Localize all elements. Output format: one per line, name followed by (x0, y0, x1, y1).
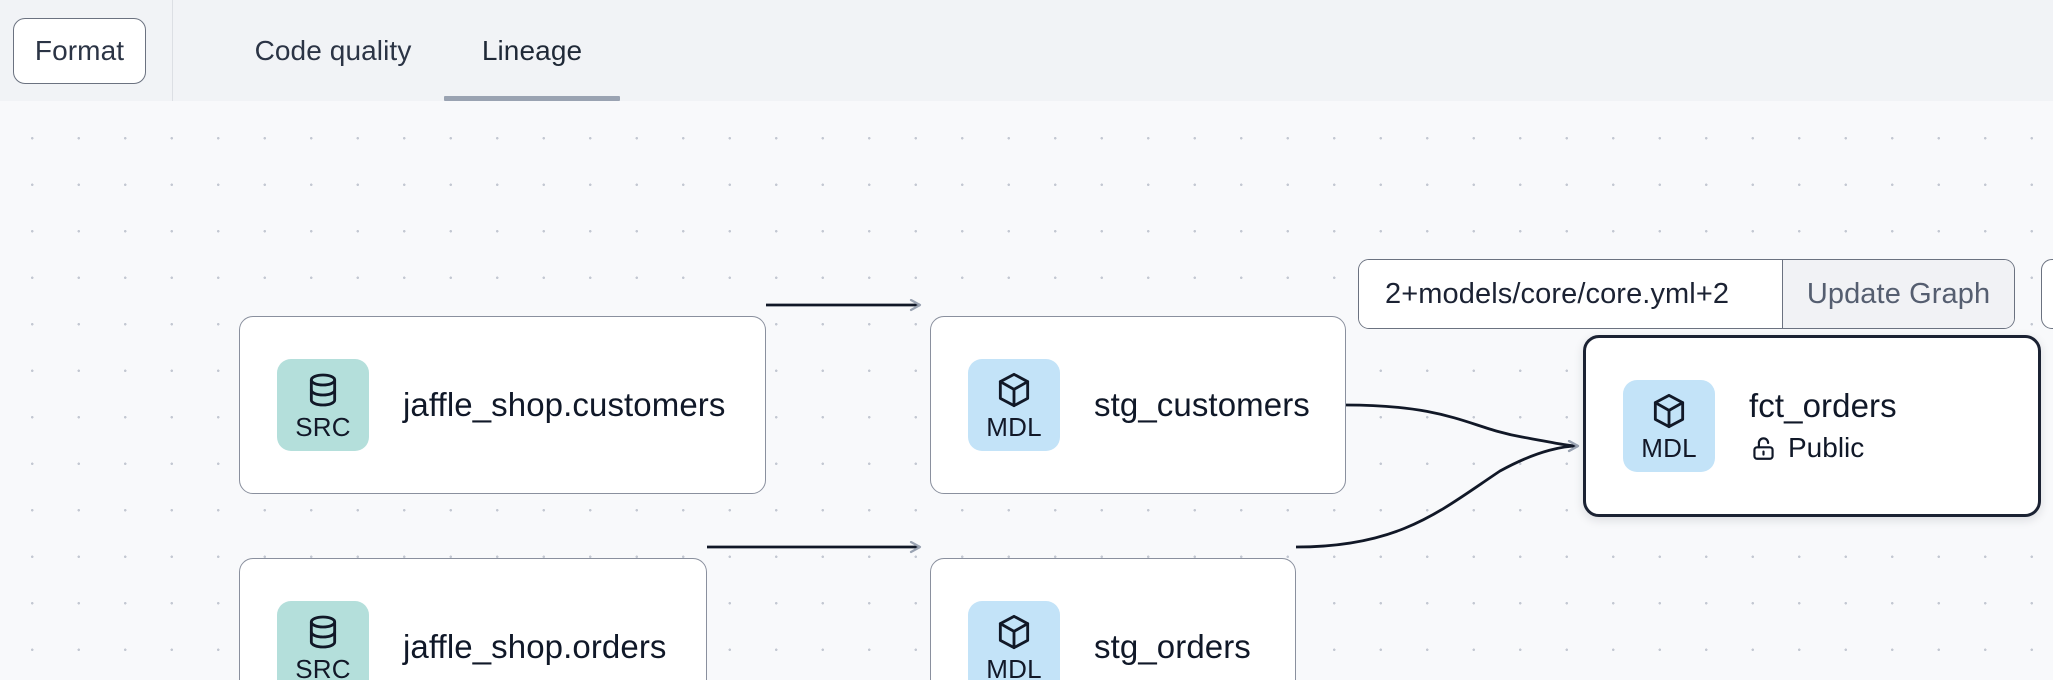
badge-label: SRC (295, 654, 351, 680)
node-type-badge-src: SRC (277, 359, 369, 451)
graph-controls: Update Graph (1358, 259, 2015, 329)
node-fct-orders[interactable]: MDL fct_orders Public (1583, 335, 2041, 517)
tab-code-quality[interactable]: Code quality (254, 34, 412, 66)
node-type-badge-src: SRC (277, 601, 369, 680)
badge-label: MDL (1641, 433, 1697, 463)
top-toolbar: Format Code quality Lineage (0, 0, 2053, 101)
node-text-block: stg_orders (1094, 628, 1251, 666)
badge-label: MDL (986, 412, 1042, 442)
graph-selector-input[interactable] (1359, 260, 1782, 328)
cube-icon (998, 372, 1030, 408)
tab-lineage[interactable]: Lineage (444, 0, 620, 101)
cube-icon (1653, 393, 1685, 429)
node-access-row: Public (1749, 432, 1897, 464)
node-text-block: jaffle_shop.orders (403, 628, 667, 666)
node-stg-customers[interactable]: MDL stg_customers (930, 316, 1346, 494)
graph-controls-overflow[interactable] (2041, 259, 2053, 329)
toolbar-divider (172, 0, 173, 101)
node-title: stg_customers (1094, 386, 1310, 424)
node-text-block: stg_customers (1094, 386, 1310, 424)
node-text-block: jaffle_shop.customers (403, 386, 726, 424)
node-text-block: fct_orders Public (1749, 387, 1897, 464)
node-title: stg_orders (1094, 628, 1251, 666)
badge-label: MDL (986, 654, 1042, 680)
update-graph-button[interactable]: Update Graph (1782, 260, 2014, 328)
node-jaffle-shop-orders[interactable]: SRC jaffle_shop.orders (239, 558, 707, 680)
database-icon (309, 615, 337, 649)
node-title: jaffle_shop.customers (403, 386, 726, 424)
node-jaffle-shop-customers[interactable]: SRC jaffle_shop.customers (239, 316, 766, 494)
node-type-badge-mdl: MDL (968, 601, 1060, 680)
lineage-canvas[interactable]: SRC jaffle_shop.customers SRC jaffle_sho… (0, 101, 2053, 680)
node-title: jaffle_shop.orders (403, 628, 667, 666)
node-title: fct_orders (1749, 387, 1897, 425)
edge-stg-customers-to-fct-orders (1345, 403, 1578, 446)
format-button[interactable]: Format (13, 18, 146, 84)
node-stg-orders[interactable]: MDL stg_orders (930, 558, 1296, 680)
node-type-badge-mdl: MDL (1623, 380, 1715, 472)
cube-icon (998, 614, 1030, 650)
unlock-icon (1753, 437, 1774, 460)
node-access-label: Public (1788, 432, 1865, 464)
database-icon (309, 373, 337, 407)
badge-label: SRC (295, 412, 351, 442)
node-type-badge-mdl: MDL (968, 359, 1060, 451)
